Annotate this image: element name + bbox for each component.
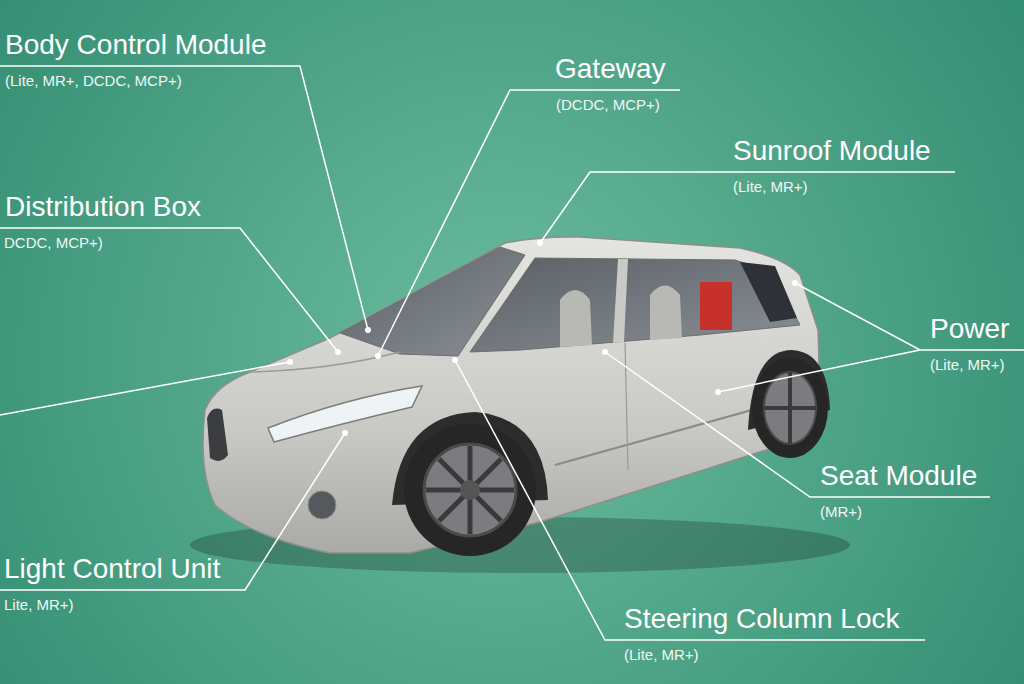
module-name: Seat Module (820, 459, 977, 493)
front-hub (460, 480, 480, 500)
variant-list: (DCDC, MCP+) (556, 96, 660, 114)
seat (650, 286, 682, 341)
red-seat (700, 282, 732, 330)
module-name: Gateway (555, 52, 666, 86)
module-name: Distribution Box (5, 190, 201, 224)
seat (560, 290, 592, 347)
door-line (625, 343, 628, 470)
headlight (268, 386, 422, 442)
grille (207, 409, 228, 461)
rear-spokes (764, 372, 816, 444)
fog-light (308, 491, 336, 519)
rear-window (740, 262, 797, 322)
module-name: Body Control Module (5, 28, 266, 62)
hood-line (250, 352, 400, 372)
module-name: Light Control Unit (4, 552, 220, 586)
front-wheel (404, 424, 536, 556)
rear-rim (764, 372, 816, 444)
leader-dots (287, 240, 798, 436)
variant-list: Lite, MR+) (4, 596, 74, 614)
leader-lines (0, 66, 1024, 640)
variant-list: (Lite, MR+, DCDC, MCP+) (5, 72, 182, 90)
variant-list: (Lite, MR+) (733, 178, 808, 196)
module-name: Steering Column Lock (624, 602, 899, 636)
front-rim (424, 444, 516, 536)
variant-list: (Lite, MR+) (624, 646, 699, 664)
rear-wheel (752, 358, 828, 458)
module-name: Sunroof Module (733, 134, 931, 168)
front-spokes (426, 446, 514, 534)
b-pillar (613, 259, 628, 343)
module-name: Power (930, 312, 1009, 346)
variant-list: (Lite, MR+) (930, 356, 1005, 374)
side-windows (470, 258, 800, 352)
variant-list: (MR+) (820, 503, 862, 521)
car-body (203, 237, 820, 553)
variant-list: DCDC, MCP+) (4, 234, 103, 252)
